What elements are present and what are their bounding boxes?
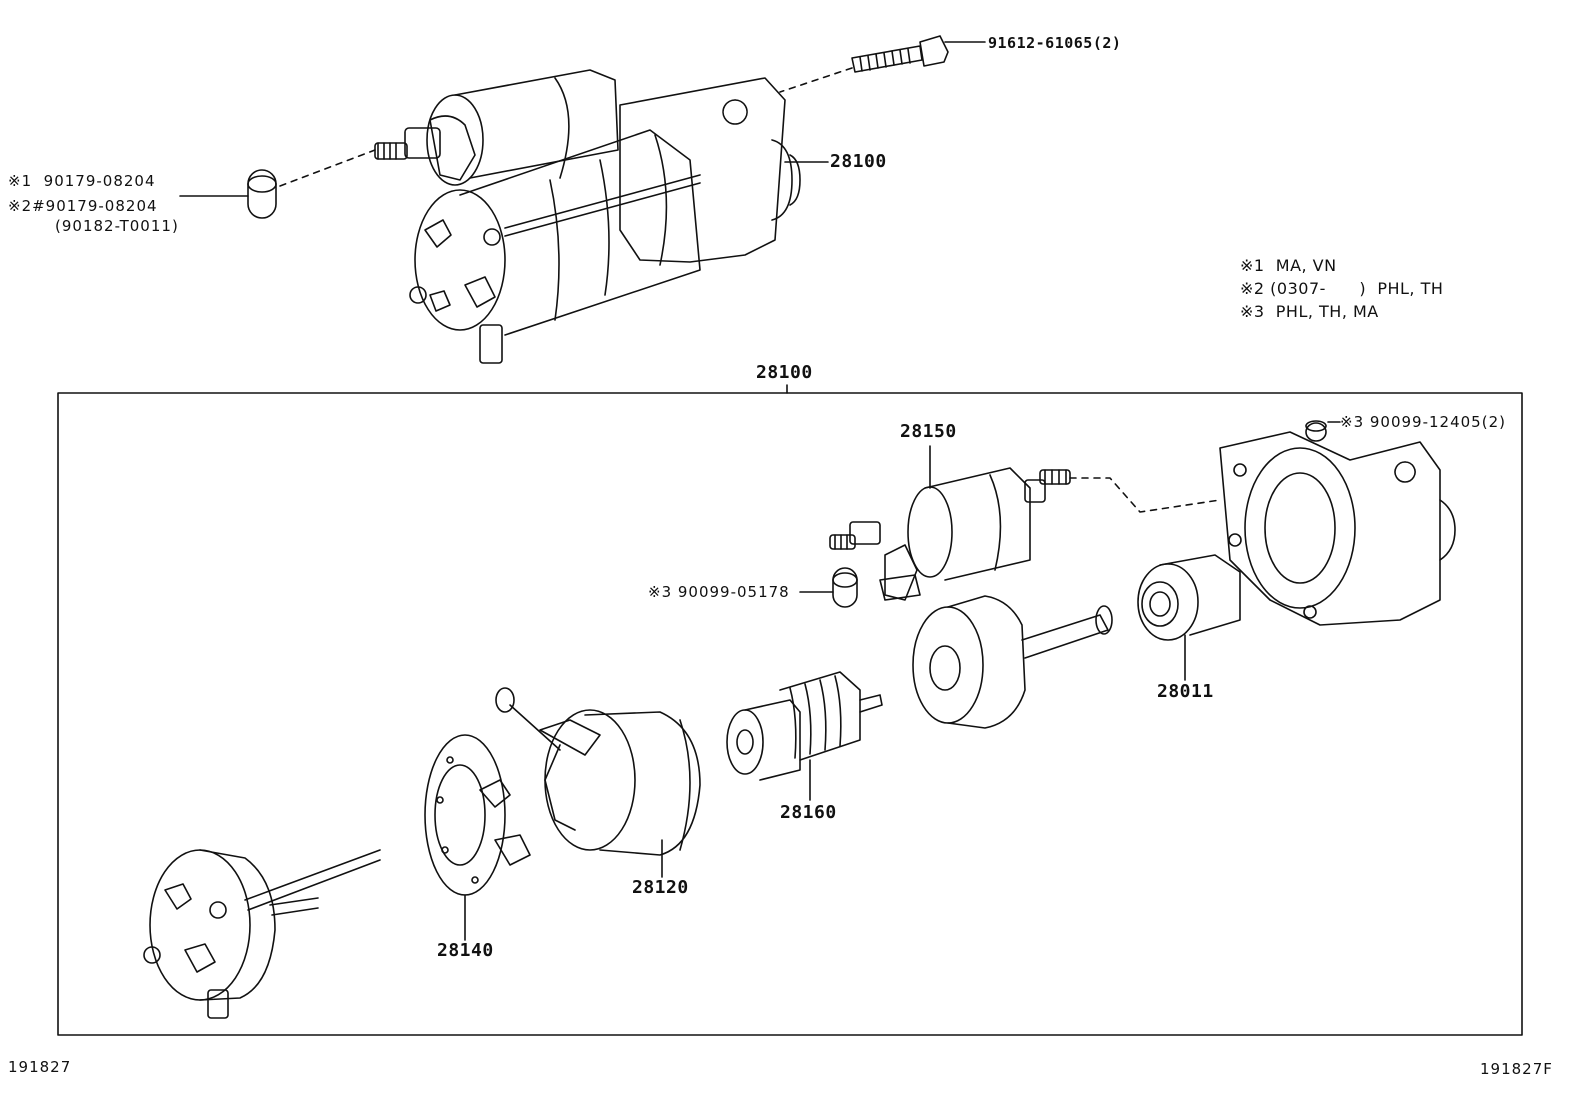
nut-05178-drawing	[832, 567, 858, 608]
nut-variant-2: ※2#90179-08204	[8, 197, 158, 215]
clutch-part-number: 28011	[1157, 681, 1214, 702]
solenoid-drawing	[829, 467, 1071, 601]
lever-shaft-drawing	[912, 595, 1113, 729]
footer-code-left: 191827	[8, 1058, 72, 1076]
applicability-note-2: ※2 (0307- ) PHL, TH	[1240, 279, 1444, 298]
brush-holder-drawing	[424, 734, 531, 896]
end-cover-drawing	[143, 849, 381, 1019]
nut-part-number: ※3 90099-05178	[648, 583, 790, 601]
armature-part-number: 28160	[780, 802, 837, 823]
washer-drawing	[1305, 420, 1327, 442]
nut-variant-3: (90182-T0011)	[55, 217, 179, 235]
drive-housing-drawing	[1219, 431, 1456, 626]
bolt-part-number: 91612-61065(2)	[988, 34, 1122, 52]
yoke-part-number: 28120	[632, 877, 689, 898]
applicability-note-3: ※3 PHL, TH, MA	[1240, 302, 1379, 321]
exploded-view-frame	[57, 392, 1523, 1036]
washer-part-number: ※3 90099-12405(2)	[1340, 413, 1506, 431]
nut-variant-1: ※1 90179-08204	[8, 172, 156, 190]
armature-drawing	[726, 671, 883, 781]
nut-top-drawing	[247, 169, 277, 219]
footer-code-right: 191827F	[1480, 1060, 1553, 1078]
applicability-note-1: ※1 MA, VN	[1240, 256, 1337, 275]
starter-part-number: 28100	[830, 151, 887, 172]
brush-holder-part-number: 28140	[437, 940, 494, 961]
solenoid-part-number: 28150	[900, 421, 957, 442]
exploded-frame-part-number: 28100	[756, 362, 813, 383]
starter-assembly-drawing	[179, 41, 986, 364]
clutch-drawing	[1137, 554, 1241, 641]
yoke-drawing	[495, 687, 701, 856]
bolt-91612-drawing	[851, 35, 949, 73]
